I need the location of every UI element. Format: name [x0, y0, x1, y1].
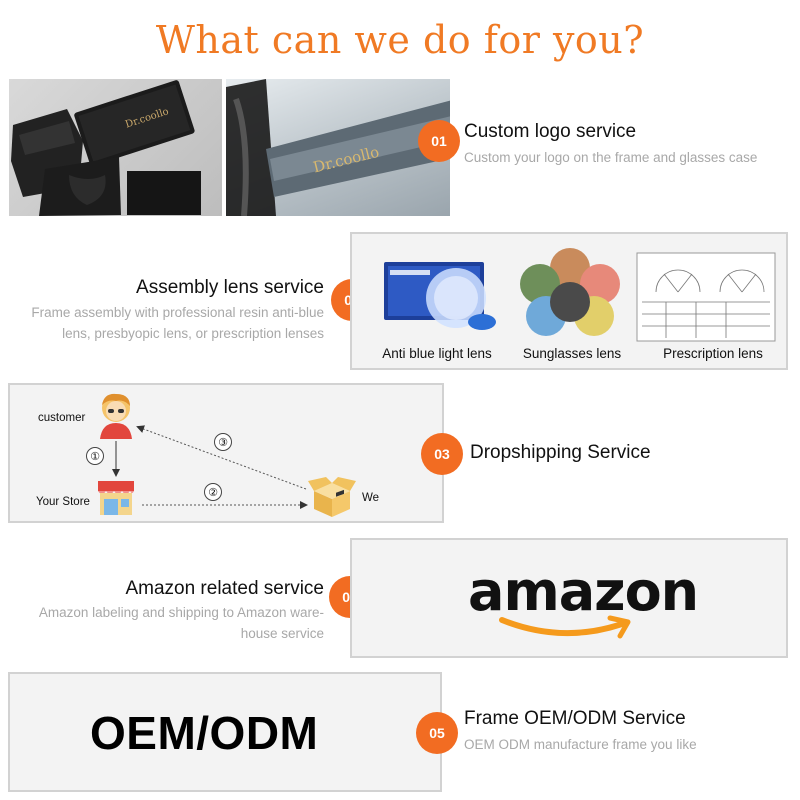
oem-odm-panel: OEM/ODM [8, 672, 442, 792]
flow-label-store: Your Store [36, 496, 90, 508]
service-desc-assembly-lens-line2: lens, presbyopic lens, or prescription l… [62, 326, 324, 341]
service-title-oem-odm: Frame OEM/ODM Service [464, 708, 686, 729]
tinted-lenses-icon [520, 248, 620, 336]
package-box-icon [308, 477, 356, 517]
blue-light-lens-icon [384, 262, 496, 330]
flow-step-3: ③ [214, 433, 232, 451]
frame-logo-photo: Dr.coollo [226, 79, 450, 216]
flow-label-customer: customer [38, 412, 86, 424]
flow-step-2: ② [204, 483, 222, 501]
lens-panel: Anti blue light lens Sunglasses lens Pre… [350, 232, 788, 370]
flow-label-we: We [362, 492, 380, 504]
service-desc-amazon-line1: Amazon labeling and shipping to Amazon w… [38, 605, 324, 620]
amazon-panel: amazon [350, 538, 788, 658]
service-title-amazon: Amazon related service [125, 578, 324, 599]
service-desc-oem-odm: OEM ODM manufacture frame you like [464, 737, 697, 752]
dropshipping-panel: customer Your Store We ① ② ③ [8, 383, 444, 523]
service-desc-amazon-line2: house service [240, 626, 324, 641]
oem-odm-panel-text: OEM/ODM [90, 707, 319, 759]
amazon-logo-text: amazon [468, 560, 699, 623]
service-desc-custom-logo: Custom your logo on the frame and glasse… [464, 150, 758, 165]
service-badge-01: 01 [418, 120, 460, 162]
glasses-case-photo: Dr.coollo [9, 79, 222, 216]
amazon-smile-arrow-icon [499, 615, 631, 639]
flow-step-1: ① [86, 447, 104, 465]
store-icon [98, 481, 134, 515]
service-title-assembly-lens: Assembly lens service [136, 277, 324, 298]
lens-label-anti-blue: Anti blue light lens [382, 346, 492, 361]
service-title-dropshipping: Dropshipping Service [470, 442, 651, 463]
lens-label-prescription: Prescription lens [663, 346, 763, 361]
service-title-custom-logo: Custom logo service [464, 121, 637, 142]
service-desc-assembly-lens-line1: Frame assembly with professional resin a… [31, 305, 324, 320]
lens-label-sunglasses: Sunglasses lens [522, 346, 622, 361]
service-badge-03: 03 [421, 433, 463, 475]
customer-avatar-icon [100, 393, 132, 439]
service-badge-05: 05 [416, 712, 458, 754]
prescription-chart-icon [636, 252, 776, 342]
page-title: What can we do for you? [155, 18, 645, 62]
